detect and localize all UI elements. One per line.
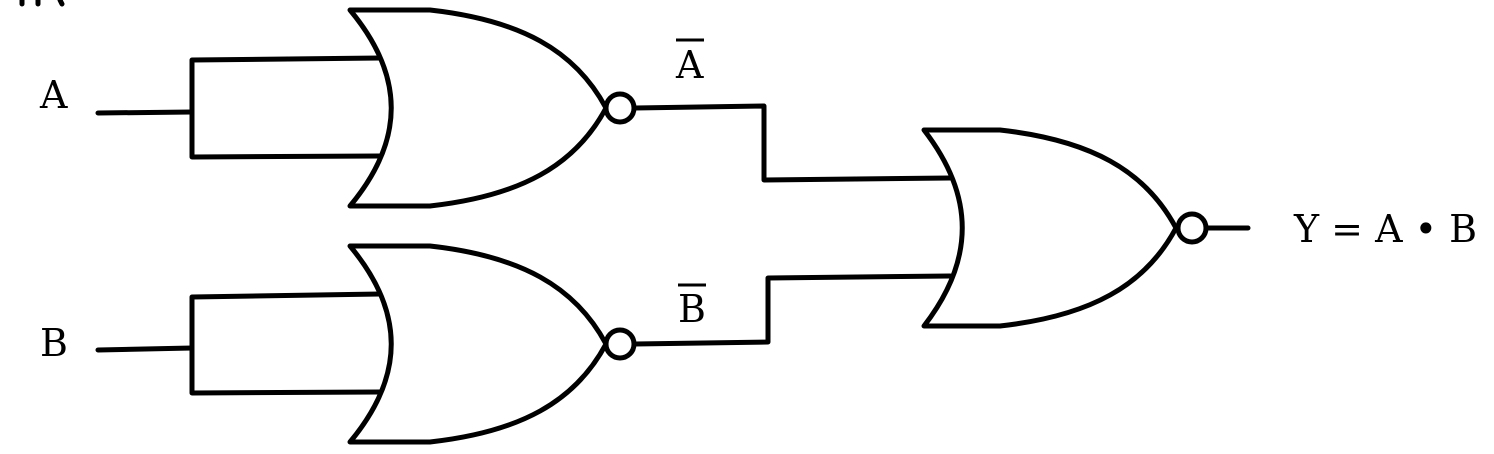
nor-gate-top-bubble [603,91,637,125]
nor-gate-bottom-bubble [603,327,637,361]
corner-mark [19,0,65,7]
input-b-fork [189,291,383,396]
input-a-label: A [39,73,68,117]
nor-gate-output [921,127,1179,329]
input-a-fork [189,55,383,160]
input-b-label: B [40,321,68,365]
nor-gate-output-bubble [1175,211,1209,245]
not-a-label: A [675,43,704,87]
input-a-wire [95,109,195,116]
output-label: Y = A • B [1293,207,1477,251]
not-b-label: B [678,287,706,331]
nor-gate-bottom [347,243,609,445]
not-b-wire [631,273,953,347]
not-a-wire [631,103,953,183]
nor-gate-top [347,7,609,209]
input-b-wire [95,345,195,353]
